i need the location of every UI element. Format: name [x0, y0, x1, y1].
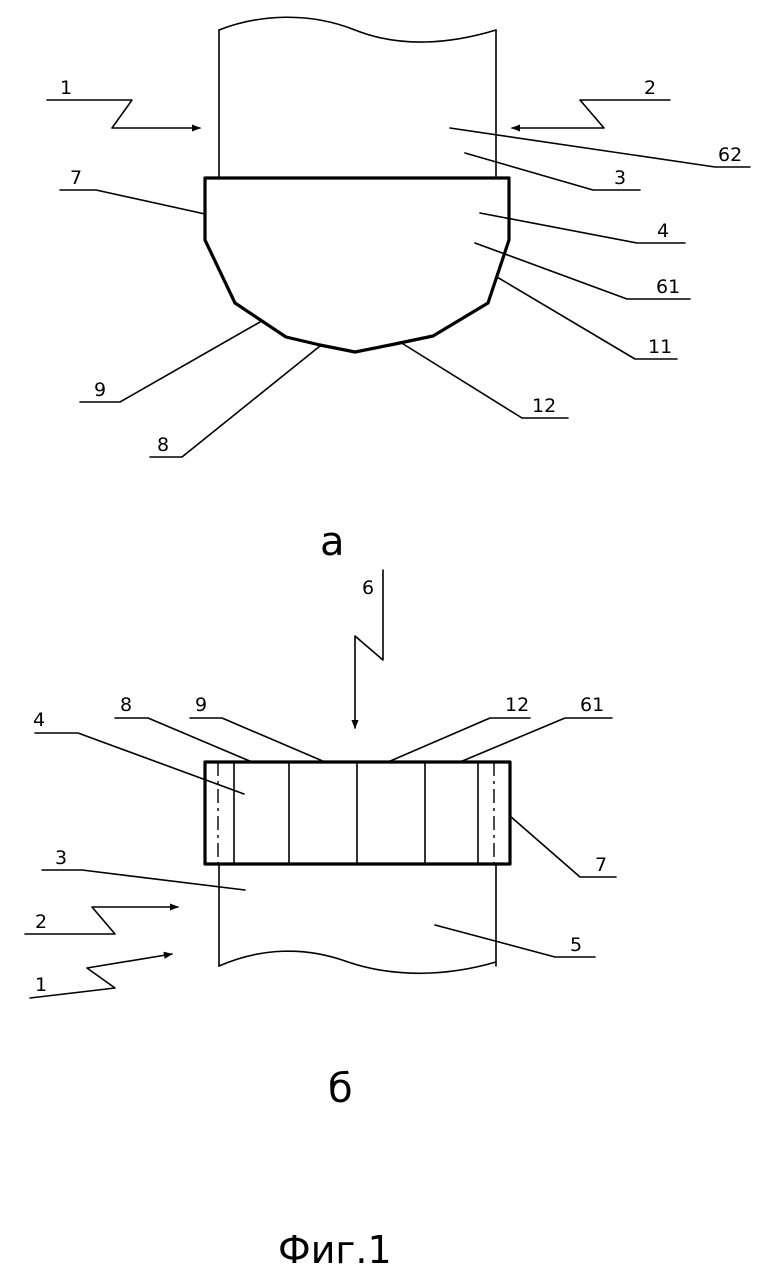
- arrow-2b-zigzag: [25, 907, 178, 934]
- leader-b-12: [388, 718, 530, 762]
- label-b-12: 12: [505, 694, 529, 716]
- label-b-7: 7: [595, 854, 607, 876]
- label-7: 7: [70, 167, 82, 189]
- label-62: 62: [718, 144, 742, 166]
- label-b-5: 5: [570, 934, 582, 956]
- label-4: 4: [657, 220, 669, 242]
- leader-b-61: [460, 718, 612, 762]
- label-3: 3: [614, 167, 626, 189]
- leader-7: [60, 190, 205, 214]
- label-b-9: 9: [195, 694, 207, 716]
- label-b-61: 61: [580, 694, 604, 716]
- tool-head-outline: [205, 178, 509, 352]
- caption-a: а: [320, 519, 345, 565]
- shaft-b-wavy-break: [219, 951, 496, 973]
- label-b-2: 2: [35, 911, 47, 933]
- label-11: 11: [648, 336, 672, 358]
- label-1: 1: [60, 77, 72, 99]
- label-9: 9: [94, 379, 106, 401]
- view-a: 1 2 62 3 7 4 61 11 9 12 8 а: [47, 17, 750, 565]
- leader-9: [80, 322, 260, 402]
- label-b-6: 6: [362, 577, 374, 599]
- label-8: 8: [157, 434, 169, 456]
- caption-b: б: [328, 1066, 353, 1112]
- label-12: 12: [532, 395, 556, 417]
- label-2: 2: [644, 77, 656, 99]
- figure-title: Фиг.1: [278, 1228, 392, 1272]
- leader-4: [480, 213, 685, 243]
- label-b-8: 8: [120, 694, 132, 716]
- label-61: 61: [656, 276, 680, 298]
- leader-b-3: [42, 870, 245, 890]
- label-b-3: 3: [55, 847, 67, 869]
- label-b-4: 4: [33, 709, 45, 731]
- leader-8: [150, 346, 320, 457]
- arrow-1-zigzag: [47, 100, 200, 128]
- view-b: 6 4 8 9 12 61 3 7 2 5 1 б: [25, 570, 616, 1112]
- shaft-wavy-break: [219, 17, 496, 42]
- arrow-1b-zigzag: [30, 954, 172, 998]
- leader-b-8: [115, 718, 252, 762]
- label-b-1: 1: [35, 974, 47, 996]
- arrow-2-zigzag: [512, 100, 670, 128]
- leader-b-9: [190, 718, 325, 762]
